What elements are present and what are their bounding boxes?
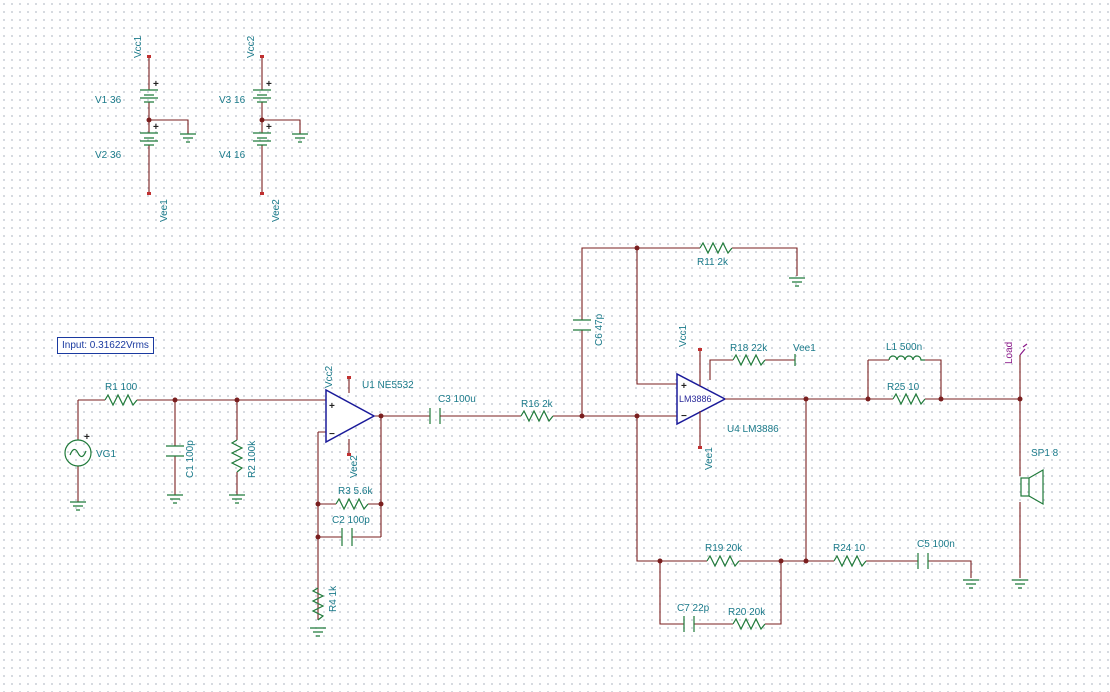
label-r2: R2 100k [247, 440, 258, 478]
supply-v1-v2: ++ [140, 55, 197, 195]
label-vee1-bottom: Vee1 [159, 199, 170, 222]
svg-text:+: + [266, 122, 272, 133]
label-r18: R18 22k [730, 343, 768, 354]
coupling-c3-r16 [429, 408, 677, 424]
load-speaker [1011, 343, 1044, 589]
svg-text:+: + [153, 122, 159, 133]
label-r18-rail: Vee1 [793, 343, 816, 354]
label-r4: R4 1k [328, 585, 339, 612]
label-r25: R25 10 [887, 382, 920, 393]
label-c2: C2 100p [332, 515, 370, 526]
label-r20: R20 20k [728, 607, 766, 618]
label-vcc2-top: Vcc2 [246, 35, 257, 58]
svg-text:−: − [329, 429, 335, 440]
c6-r11-network [573, 242, 806, 416]
label-u1-vee: Vee2 [349, 455, 360, 478]
labels: Vcc1 V1 36 V2 36 Vee1 Vcc2 V3 16 V4 16 V… [95, 35, 1059, 618]
label-r19: R19 20k [705, 543, 743, 554]
label-c1: C1 100p [185, 440, 196, 478]
u1-feedback [309, 416, 384, 637]
svg-text:+: + [329, 401, 335, 412]
label-vcc1-top: Vcc1 [133, 35, 144, 58]
label-r1: R1 100 [105, 382, 138, 393]
label-u4-inner: LM3886 [679, 394, 712, 404]
label-r11: R11 2k [697, 257, 729, 268]
label-v1: V1 36 [95, 95, 122, 106]
label-vee2-bottom: Vee2 [271, 199, 282, 222]
label-c3: C3 100u [438, 394, 476, 405]
input-network: + [64, 394, 318, 511]
svg-text:+: + [84, 432, 90, 443]
label-u1: U1 NE5532 [362, 380, 414, 391]
svg-text:−: − [681, 411, 687, 422]
label-c5: C5 100n [917, 539, 955, 550]
label-v3: V3 16 [219, 95, 246, 106]
svg-text:+: + [153, 79, 159, 90]
label-load: Load [1004, 342, 1015, 364]
svg-text:+: + [681, 381, 687, 392]
u4-feedback [636, 399, 980, 632]
label-u4-vee: Vee1 [704, 447, 715, 470]
label-r3: R3 5.6k [338, 486, 373, 497]
label-r24: R24 10 [833, 543, 866, 554]
label-r16: R16 2k [521, 399, 554, 410]
label-vg1: VG1 [96, 449, 116, 460]
output-l1-r25 [865, 355, 1023, 405]
supply-v3-v4: ++ [253, 55, 309, 195]
label-sp1: SP1 8 [1031, 448, 1059, 459]
label-u1-vcc: Vcc2 [324, 365, 335, 388]
svg-text:+: + [266, 79, 272, 90]
label-u4: U4 LM3886 [727, 424, 779, 435]
opamp-u4: +− [676, 348, 868, 449]
opamp-u1: +− [317, 376, 430, 588]
input-signal-label[interactable]: Input: 0.31622Vrms [57, 337, 154, 354]
label-c6: C6 47p [594, 313, 605, 346]
label-u4-vcc: Vcc1 [678, 324, 689, 347]
label-v2: V2 36 [95, 150, 122, 161]
label-c7: C7 22p [677, 603, 710, 614]
label-l1: L1 500n [886, 342, 922, 353]
label-v4: V4 16 [219, 150, 246, 161]
